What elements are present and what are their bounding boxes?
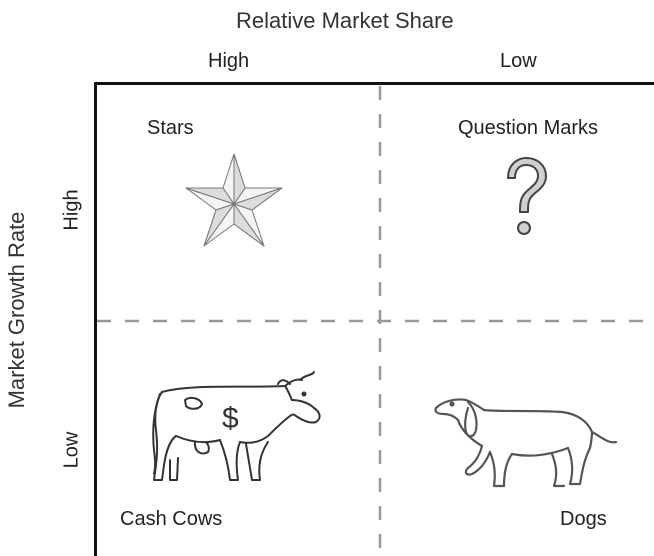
cow-dollar-symbol: $ [222,402,239,435]
y-axis-title-wrap: Market Growth Rate [2,160,32,460]
star-icon [185,153,283,247]
quadrant-label-dogs: Dogs [560,508,607,530]
row-label-high: High [60,189,83,231]
row-label-high-wrap: High [58,170,86,250]
row-label-low: Low [60,431,83,469]
question-mark-icon [507,157,547,235]
row-label-low-wrap: Low [58,410,86,490]
quadrant-label-cash-cows: Cash Cows [120,508,223,530]
matrix-grid [94,82,654,556]
x-axis-title: Relative Market Share [236,8,454,33]
quadrant-label-question-marks: Question Marks [458,117,599,139]
column-label-low: Low [500,50,537,72]
cow-icon: $ [152,371,321,481]
dog-icon [434,398,618,488]
y-axis-title: Market Growth Rate [4,211,29,409]
quadrant-label-stars: Stars [147,117,194,139]
column-label-high: High [208,50,250,72]
